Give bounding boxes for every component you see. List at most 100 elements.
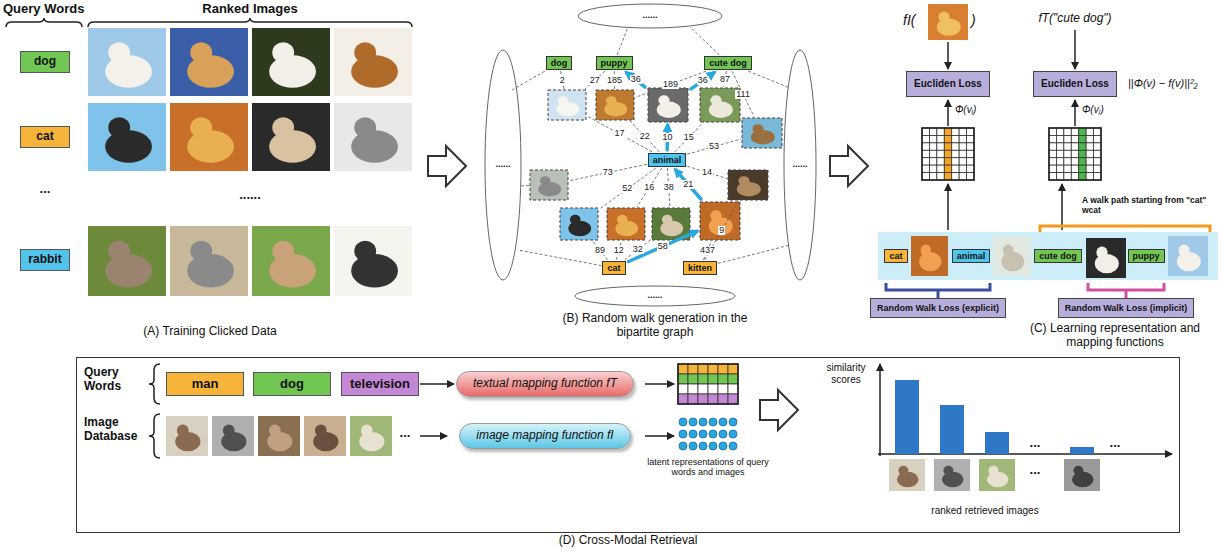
walk-word-node: cat — [884, 249, 907, 263]
illustration-shape — [937, 165, 944, 172]
column-heading: Query Words — [3, 2, 84, 17]
illustration-shape — [921, 244, 931, 256]
edge-weight: 87 — [719, 75, 731, 84]
walk-label: A walk path starting from "cat" wcat — [1082, 196, 1214, 216]
illustration-shape — [938, 12, 949, 23]
illustration-shape — [1049, 128, 1101, 180]
cloud — [784, 50, 816, 280]
node-text: cute dog — [709, 58, 747, 68]
node-text: cute dog — [1039, 251, 1077, 261]
walk-path — [626, 72, 715, 262]
illustration-shape — [952, 150, 959, 157]
query-word-box: dog — [253, 372, 331, 397]
illustration-shape — [1056, 150, 1063, 157]
illustration-shape — [979, 459, 1015, 491]
cloud — [485, 50, 521, 280]
illustration-shape — [929, 165, 936, 172]
graph-links — [512, 27, 790, 266]
illustration-shape — [688, 374, 698, 384]
illustration-shape — [88, 28, 166, 96]
ellipsis: ... — [400, 426, 411, 441]
illustration-shape — [678, 394, 688, 404]
photo — [350, 416, 392, 456]
illustration-shape — [959, 150, 966, 157]
illustration-shape — [334, 28, 412, 96]
illustration-shape — [698, 394, 708, 404]
graph-link — [630, 121, 659, 152]
illustration-shape — [1086, 128, 1093, 135]
ellipsis: ... — [1030, 436, 1041, 451]
illustration-shape — [1071, 128, 1078, 135]
photo — [1086, 238, 1126, 278]
illustration-shape — [1049, 158, 1056, 165]
illustration-shape — [959, 143, 966, 150]
edge-weight: 14 — [701, 168, 713, 177]
illustration-shape — [709, 430, 717, 438]
illustration-shape — [718, 384, 728, 394]
query-word-box: dog — [20, 51, 70, 73]
walk-arrow — [675, 169, 702, 200]
photo — [728, 170, 768, 200]
illustration-shape — [688, 384, 698, 394]
illustration-shape — [738, 176, 749, 185]
bracket — [937, 290, 940, 298]
illustration-shape — [88, 103, 166, 171]
photo — [88, 103, 166, 171]
illustration-shape — [354, 241, 376, 262]
illustration-shape — [1049, 165, 1056, 172]
photo — [928, 4, 968, 40]
illustration-shape — [988, 466, 998, 476]
illustration-shape — [1094, 143, 1101, 150]
graph-link — [569, 164, 647, 180]
illustration-shape — [1094, 135, 1101, 142]
ellipsis: ... — [1110, 436, 1121, 451]
illustration-shape — [929, 143, 936, 150]
illustration-shape — [729, 430, 737, 438]
ellipsis: ...... — [239, 188, 261, 203]
illustration-shape — [928, 4, 968, 40]
graph-word-node: dog — [546, 56, 573, 70]
illustration-shape — [922, 173, 929, 180]
illustration-shape — [530, 170, 568, 200]
illustration-shape — [1094, 150, 1101, 157]
loss-box: Eucliden Loss — [1033, 71, 1117, 97]
illustration-shape — [1079, 165, 1086, 172]
illustration-shape — [1079, 158, 1086, 165]
illustration-shape — [889, 459, 925, 491]
photo — [334, 103, 412, 171]
bracket — [1040, 226, 1210, 232]
illustration-shape — [361, 424, 373, 436]
illustration-shape — [922, 143, 929, 150]
illustration-shape — [959, 128, 966, 135]
vector-label: Φ(vⱼ) — [1082, 104, 1104, 116]
photo — [911, 236, 948, 276]
illustration-shape — [1086, 150, 1093, 157]
illustration-shape — [269, 424, 281, 436]
node-text: rabbit — [28, 252, 61, 266]
illustration-shape — [729, 442, 737, 450]
illustration-shape — [1049, 143, 1056, 150]
arrow — [947, 100, 949, 126]
axis-label: similarity scores — [816, 362, 876, 385]
edge-weight: 16 — [643, 183, 655, 192]
node-text: animal — [957, 251, 986, 261]
photo — [258, 416, 300, 456]
edge-weight: 185 — [606, 76, 623, 85]
illustration-shape — [967, 173, 974, 180]
illustration-shape — [223, 424, 235, 436]
illustration-shape — [922, 135, 929, 142]
node-text: dog — [34, 54, 56, 68]
illustration-shape — [540, 176, 551, 185]
panel-caption: (A) Training Clicked Data — [143, 325, 276, 339]
brace — [88, 18, 412, 27]
photo — [979, 459, 1015, 491]
chart-axis — [879, 364, 881, 456]
node-text: dog — [280, 376, 304, 391]
photo — [700, 88, 740, 122]
ellipsis: ...... — [647, 290, 662, 300]
illustration-shape — [944, 128, 951, 135]
edge-weight: 9 — [718, 226, 725, 235]
column-heading: Ranked Images — [202, 2, 297, 17]
photo — [1168, 236, 1208, 276]
photo — [170, 28, 248, 96]
